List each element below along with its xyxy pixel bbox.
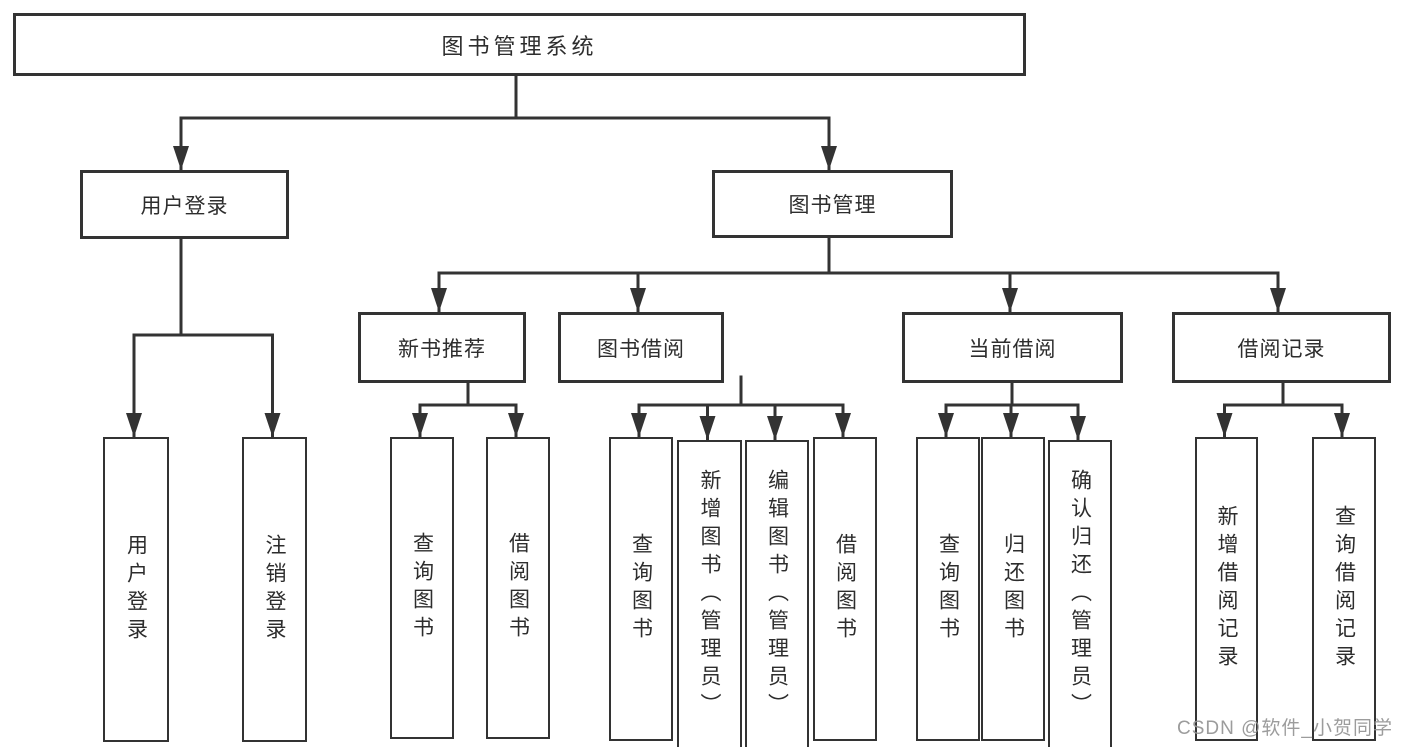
node-root: 图书管理系统	[13, 13, 1026, 76]
branch-borrow-records	[1216, 375, 1350, 439]
leaf-bb-borrow-book: 借阅图书	[813, 437, 877, 741]
leaf-cb-confirm-return-admin-label: 确认归还（管理员）	[1068, 468, 1092, 721]
leaf-user-login: 用户登录	[103, 437, 169, 742]
leaf-nbr-borrow-book-label: 借阅图书	[506, 532, 530, 644]
leaf-bb-query-book-label: 查询图书	[629, 533, 653, 645]
leaf-bb-query-book: 查询图书	[609, 437, 673, 741]
node-book-borrow-label: 图书借阅	[597, 337, 685, 361]
leaf-cb-query-book: 查询图书	[916, 437, 980, 741]
node-current-borrow: 当前借阅	[902, 312, 1123, 383]
leaf-br-add-record: 新增借阅记录	[1195, 437, 1258, 741]
node-new-book-recommend: 新书推荐	[358, 312, 526, 383]
node-book-management-label: 图书管理	[788, 194, 877, 217]
leaf-br-add-record-label: 新增借阅记录	[1215, 505, 1238, 673]
leaf-bb-borrow-book-label: 借阅图书	[833, 533, 857, 645]
node-book-borrow: 图书借阅	[558, 312, 724, 383]
node-new-book-recommend-label: 新书推荐	[398, 337, 486, 361]
csdn-watermark: CSDN @软件_小贺同学	[1177, 718, 1393, 739]
leaf-logout-label: 注销登录	[263, 533, 286, 646]
leaf-bb-edit-book-admin: 编辑图书（管理员）	[745, 440, 809, 747]
leaf-cb-confirm-return-admin: 确认归还（管理员）	[1048, 440, 1112, 747]
branch-current-borrow	[938, 375, 1086, 442]
leaf-bb-edit-book-admin-label: 编辑图书（管理员）	[765, 468, 789, 721]
node-current-borrow-label: 当前借阅	[968, 337, 1057, 361]
leaf-cb-return-book-label: 归还图书	[1001, 533, 1025, 645]
node-user-login: 用户登录	[80, 170, 289, 239]
leaf-br-query-record-label: 查询借阅记录	[1332, 505, 1356, 673]
branch-new-book-recommend	[412, 375, 524, 439]
leaf-nbr-query-book: 查询图书	[390, 437, 454, 739]
node-book-management: 图书管理	[712, 170, 953, 238]
branch-user-login	[126, 231, 281, 439]
branch-book-borrow	[631, 375, 851, 442]
leaf-nbr-query-book-label: 查询图书	[410, 532, 434, 644]
node-root-label: 图书管理系统	[441, 33, 598, 59]
leaf-bb-add-book-admin: 新增图书（管理员）	[677, 440, 742, 747]
leaf-nbr-borrow-book: 借阅图书	[486, 437, 550, 739]
branch-book-management	[431, 230, 1286, 314]
leaf-cb-return-book: 归还图书	[981, 437, 1045, 741]
leaf-logout: 注销登录	[242, 437, 307, 742]
branch-root	[173, 68, 837, 172]
node-user-login-label: 用户登录	[140, 194, 229, 218]
leaf-br-query-record: 查询借阅记录	[1312, 437, 1376, 741]
node-borrow-records-label: 借阅记录	[1237, 337, 1326, 361]
leaf-cb-query-book-label: 查询图书	[936, 533, 960, 645]
leaf-user-login-label: 用户登录	[124, 533, 148, 646]
node-borrow-records: 借阅记录	[1172, 312, 1391, 383]
leaf-bb-add-book-admin-label: 新增图书（管理员）	[698, 468, 721, 721]
